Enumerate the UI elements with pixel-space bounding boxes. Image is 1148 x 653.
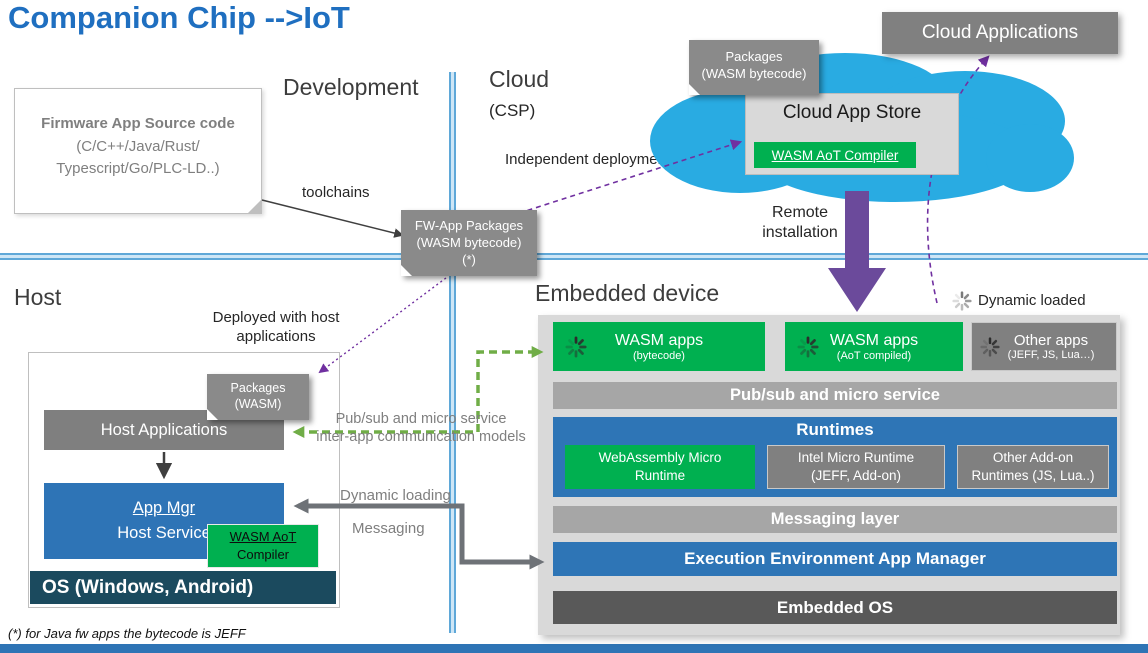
- embedded-device-container: WASM apps (bytecode) WASM apps: [538, 315, 1120, 635]
- other-apps-title: Other apps: [1013, 332, 1089, 349]
- cloud-app-store-title: Cloud App Store: [782, 102, 922, 123]
- app-mgr-label: App Mgr: [132, 499, 196, 518]
- cloud-applications-box: Cloud Applications: [882, 12, 1118, 54]
- remote-installation-label: Remote installation: [762, 204, 838, 241]
- host-compiler-label: Compiler: [236, 547, 289, 562]
- firmware-source-languages: (C/C++/Java/Rust/ Typescript/Go/PLC-LD..…: [56, 138, 220, 177]
- wasm-apps-bytecode-subtitle: (bytecode): [633, 349, 685, 362]
- loading-spinner-icon: [797, 335, 819, 358]
- firmware-source-box: Firmware App Source code (C/C++/Java/Rus…: [14, 88, 262, 214]
- section-label-development: Development: [283, 74, 419, 100]
- other-runtimes-box: Other Add-on Runtimes (JS, Lua..): [957, 445, 1109, 489]
- loading-spinner-icon: [565, 335, 587, 358]
- wasm-apps-bytecode-title: WASM apps: [614, 331, 704, 349]
- pubsub-service-bar: Pub/sub and micro service: [553, 382, 1117, 409]
- cloud-app-store-box: Cloud App Store WASM AoT Compiler: [745, 93, 959, 175]
- messaging-layer-bar: Messaging layer: [553, 506, 1117, 533]
- loading-spinner-icon: [952, 291, 972, 311]
- bottom-accent-bar: [0, 644, 1148, 653]
- section-label-host: Host: [14, 284, 62, 310]
- wamr-box: WebAssembly Micro Runtime: [565, 445, 755, 489]
- intel-runtime-box: Intel Micro Runtime (JEFF, Add-on): [767, 445, 945, 489]
- packages-wasm-bytecode-note: Packages (WASM bytecode): [689, 40, 819, 95]
- runtimes-title: Runtimes: [796, 420, 874, 439]
- firmware-source-title: Firmware App Source code: [41, 115, 235, 132]
- section-label-embedded-device: Embedded device: [535, 280, 720, 306]
- embedded-os-bar: Embedded OS: [553, 591, 1117, 624]
- packages-wasm-note: Packages (WASM): [207, 374, 309, 420]
- execution-environment-bar: Execution Environment App Manager: [553, 542, 1117, 576]
- toolchains-arrow: [261, 199, 404, 238]
- cloud-wasm-aot-compiler: WASM AoT Compiler: [754, 142, 916, 168]
- messaging-label: Messaging: [352, 520, 425, 537]
- toolchains-label: toolchains: [302, 184, 370, 201]
- loading-spinner-icon: [980, 336, 1000, 357]
- footnote: (*) for Java fw apps the bytecode is JEF…: [8, 626, 246, 641]
- host-service-label: Host Service: [117, 524, 211, 542]
- pubsub-models-label: Pub/sub and micro service inter-app comm…: [316, 411, 526, 446]
- host-os-bar: OS (Windows, Android): [30, 571, 336, 604]
- fw-app-packages-note: FW-App Packages (WASM bytecode) (*): [401, 210, 537, 276]
- section-label-cloud: Cloud: [489, 66, 550, 92]
- wasm-apps-aot-box: WASM apps (AoT compiled): [785, 322, 963, 371]
- cloud-csp-label: (CSP): [489, 101, 536, 120]
- host-wasm-aot-label: WASM AoT: [229, 529, 297, 545]
- other-apps-subtitle: (JEFF, JS, Lua…): [1007, 349, 1095, 361]
- wasm-apps-aot-title: WASM apps: [829, 331, 919, 349]
- dynamic-loaded-label: Dynamic loaded: [978, 292, 1086, 309]
- deployed-with-host-label: Deployed with host applications: [212, 309, 340, 345]
- host-wasm-aot-compiler-box: WASM AoT Compiler: [207, 524, 319, 568]
- horizontal-divider: [0, 253, 1148, 260]
- vertical-divider: [449, 72, 456, 633]
- other-apps-box: Other apps (JEFF, JS, Lua…): [971, 322, 1117, 371]
- wasm-apps-bytecode-box: WASM apps (bytecode): [553, 322, 765, 371]
- app-mgr-host-service-box: App Mgr Host Service: [44, 483, 284, 559]
- page-title: Companion Chip -->IoT: [8, 0, 350, 35]
- runtimes-box: Runtimes WebAssembly Micro Runtime Intel…: [553, 417, 1117, 497]
- dynamic-loading-label: Dynamic loading: [340, 487, 451, 504]
- wasm-apps-aot-subtitle: (AoT compiled): [836, 349, 912, 362]
